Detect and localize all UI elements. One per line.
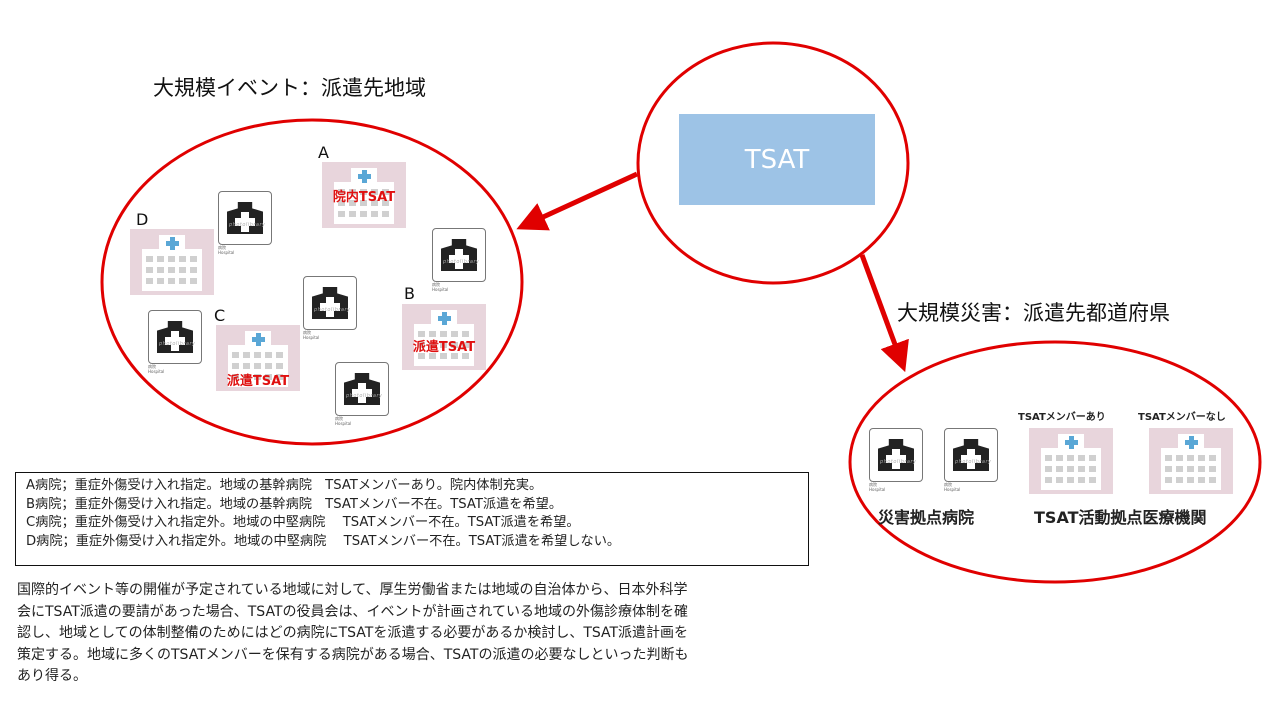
tsat-base-hospital-icon xyxy=(1029,428,1113,494)
hospital-b-icon: 派遣TSAT xyxy=(402,304,486,370)
legend-line: D病院；重症外傷受け入れ指定外。地域の中堅病院 TSATメンバー不在。TSAT派… xyxy=(26,533,621,549)
hospital-symbol-icon: photolibrary xyxy=(944,428,998,482)
hospital-symbol-icon: photolibrary xyxy=(218,191,272,245)
description-line: 認し、地域としての体制整備のためにはどの病院にTSATを派遣する必要があるか検討… xyxy=(17,625,689,641)
event-region-title: 大規模イベント：派遣先地域 xyxy=(153,76,426,100)
arrow-to-event-region xyxy=(516,171,639,231)
disaster-region-title: 大規模災害：派遣先都道府県 xyxy=(897,301,1170,325)
tsat-base-label: TSAT活動拠点医療機関 xyxy=(1034,508,1207,527)
hospital-tsat-label: 院内TSAT xyxy=(332,190,396,205)
hospital-symbol-icon: photolibrary xyxy=(303,276,357,330)
hospital-letter-d: D xyxy=(136,210,149,229)
arrow-to-disaster-region xyxy=(859,254,909,373)
hospital-symbol-icon: photolibrary xyxy=(432,228,486,282)
hospital-a-icon: 院内TSAT xyxy=(322,162,406,228)
hospital-d-icon xyxy=(130,229,214,295)
hospital-tsat-label: 派遣TSAT xyxy=(412,340,476,355)
legend-line: B病院；重症外傷受け入れ指定。地域の基幹病院 TSATメンバー不在。TSAT派遣… xyxy=(26,496,563,512)
tsat-circle xyxy=(636,41,910,285)
legend-line: A病院；重症外傷受け入れ指定。地域の基幹病院 TSATメンバーあり。院内体制充実… xyxy=(26,478,543,493)
description-line: 策定する。地域に多くのTSATメンバーを保有する病院がある場合、TSATの派遣の… xyxy=(17,646,689,663)
description-line: 会にTSAT派遣の要請があった場合、TSATの役員会は、イベントが計画されている… xyxy=(17,603,689,620)
hospital-letter-b: B xyxy=(404,284,415,303)
hospital-legend-box: A病院；重症外傷受け入れ指定。地域の基幹病院 TSATメンバーあり。院内体制充実… xyxy=(15,472,809,566)
disaster-region-ellipse xyxy=(848,340,1262,584)
tsat-box: TSAT xyxy=(679,114,875,205)
hospital-symbol-icon: photolibrary xyxy=(869,428,923,482)
hospital-symbol-icon: photolibrary xyxy=(148,310,202,364)
disaster-base-hospital-label: 災害拠点病院 xyxy=(878,508,975,527)
tsat-member-no-label: TSATメンバーなし xyxy=(1138,412,1226,423)
description-paragraph: 国際的イベント等の開催が予定されている地域に対して、厚生労働省または地域の自治体… xyxy=(17,580,867,688)
hospital-c-icon: 派遣TSAT xyxy=(216,325,300,391)
tsat-base-hospital-icon xyxy=(1149,428,1233,494)
description-line: 国際的イベント等の開催が予定されている地域に対して、厚生労働省または地域の自治体… xyxy=(17,582,688,598)
hospital-letter-a: A xyxy=(318,143,329,162)
event-region-ellipse xyxy=(100,118,524,446)
tsat-member-yes-label: TSATメンバーあり xyxy=(1018,412,1106,423)
legend-line: C病院；重症外傷受け入れ指定外。地域の中堅病院 TSATメンバー不在。TSAT派… xyxy=(26,515,580,530)
hospital-symbol-icon: photolibrary xyxy=(335,362,389,416)
hospital-letter-c: C xyxy=(214,306,226,325)
description-line: あり得る。 xyxy=(17,668,87,684)
hospital-tsat-label: 派遣TSAT xyxy=(226,374,290,389)
